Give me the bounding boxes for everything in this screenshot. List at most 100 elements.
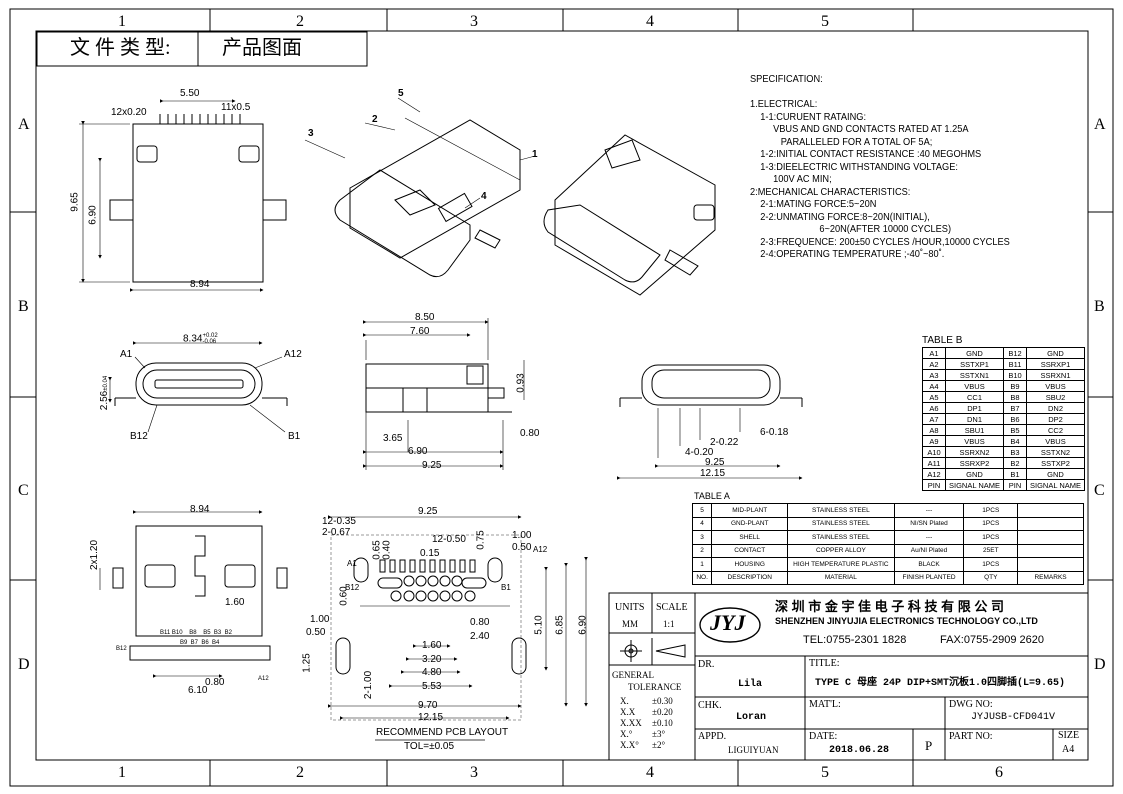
bottom-view: [99, 510, 288, 678]
dim-pcb-2100: 2-1.00: [363, 670, 375, 700]
table-cell: A10: [922, 446, 946, 458]
dr-label: DR.: [698, 659, 715, 670]
dim-pcb-100b: 1.00: [310, 614, 330, 625]
table-cell: SSRXP1: [1026, 358, 1085, 370]
dim-side-760: 7.60: [410, 326, 430, 337]
chk-value: Loran: [736, 712, 767, 723]
zone-col-1-bottom: 1: [118, 764, 126, 781]
dim-pcb-160: 1.60: [422, 640, 442, 651]
table-cell: SSRXN2: [945, 446, 1004, 458]
table-cell: SBU2: [1026, 391, 1085, 403]
tolerance-key: X.: [620, 696, 629, 706]
dim-pcb-080: 0.80: [470, 617, 490, 628]
iso-view-exploded: [304, 97, 536, 278]
table-cell: 25ET: [963, 543, 1019, 558]
table-cell: CONTACT: [711, 543, 789, 558]
pcb-label-a1: A1: [347, 559, 357, 568]
table-cell: DN1: [945, 413, 1004, 425]
table-header-cell: QTY: [963, 570, 1019, 585]
dim-pcb-320: 3.20: [422, 654, 442, 665]
zone-col-2: 2: [296, 13, 304, 30]
spec-line: 1-3:DIEELECTRIC WITHSTANDING VOLTAGE:: [750, 160, 958, 173]
table-cell: DN2: [1026, 402, 1085, 414]
spec-line: 1-2:INITIAL CONTACT RESISTANCE :40 MEGOH…: [750, 148, 982, 160]
table-a-title: TABLE A: [694, 491, 730, 501]
inner-frame: [35, 30, 1089, 761]
table-cell: A7: [922, 413, 946, 425]
table-cell: SSTXN2: [1026, 446, 1085, 458]
bot-label-b12: B12: [116, 646, 127, 652]
dim-rear-925: 9.25: [705, 457, 725, 468]
dim-top-wbottom: 8.94: [190, 279, 210, 290]
table-cell: A2: [922, 358, 946, 370]
table-header-cell: NO.: [691, 570, 713, 585]
spec-line: PARALLELED FOR A TOTAL OF 5A;: [750, 135, 933, 148]
pcb-label-a12: A12: [533, 545, 548, 554]
table-cell: DP2: [1026, 413, 1085, 425]
spec-line: 100V AC MIN;: [750, 173, 832, 185]
pcb-tolerance: TOL=±0.05: [404, 741, 455, 752]
table-cell: NI/SN Plated: [893, 516, 965, 531]
dim-pcb-040: 0.40: [381, 540, 393, 560]
table-cell: VBUS: [945, 380, 1004, 392]
side-view: [363, 318, 525, 470]
table-cell: B2: [1003, 457, 1027, 469]
units-value: MM: [622, 619, 639, 629]
dim-top-pitch2: 11x0.5: [221, 102, 251, 113]
table-header-cell: SIGNAL NAME: [1026, 479, 1085, 491]
dim-side-365: 3.65: [383, 433, 403, 444]
scale-label: SCALE: [656, 602, 688, 613]
table-cell: [1017, 503, 1084, 518]
dim-pcb-050a: 0.50: [512, 542, 532, 553]
table-cell: 1PCS: [963, 557, 1019, 572]
pcb-caption: RECOMMEND PCB LAYOUT: [376, 727, 509, 738]
bot-label-a12: A12: [258, 676, 269, 682]
dim-side-850: 8.50: [415, 312, 435, 323]
callout-2: 2: [372, 114, 378, 125]
table-cell: B12: [1003, 347, 1027, 359]
dim-side-080: 0.80: [520, 428, 540, 439]
table-header-cell: DESCRIPTION: [711, 570, 789, 585]
table-cell: SSTXP1: [945, 358, 1004, 370]
label-front-b1: B1: [288, 431, 301, 442]
dim-bot-160: 1.60: [225, 597, 245, 608]
tolerance-value: ±0.20: [652, 707, 673, 717]
table-cell: B3: [1003, 446, 1027, 458]
table-cell: A12: [922, 468, 946, 480]
front-view: [108, 341, 288, 433]
dim-pcb-510: 5.10: [533, 615, 545, 635]
table-cell: B9: [1003, 380, 1027, 392]
company-name-cn: 深 圳 市 金 宇 佳 电 子 科 技 有 限 公 司: [775, 599, 1004, 614]
table-cell: SSTXP2: [1026, 457, 1085, 469]
dim-pcb-925: 9.25: [418, 506, 438, 517]
dim-pcb-970: 9.70: [418, 700, 438, 711]
spec-line: [750, 86, 1010, 99]
spec-line: 2-4:OPERATING TEMPERATURE ;-40˚~80˚.: [750, 248, 945, 260]
tolerance-value: ±2°: [652, 740, 666, 750]
company-tel: TEL:0755-2301 1828: [803, 634, 907, 646]
bot-pin-labels-mid: B9 B7 B6 B4: [180, 640, 220, 646]
dim-side-690: 6.90: [408, 446, 428, 457]
tolerance-value: ±0.30: [652, 696, 673, 706]
table-cell: VBUS: [945, 435, 1004, 447]
table-cell: A6: [922, 402, 946, 414]
zone-col-6-bottom: 6: [995, 764, 1003, 781]
doc-type-box: [36, 31, 368, 67]
pcb-layout: [328, 515, 588, 741]
bot-pin-labels-top: B11 B10 B8 B5 B3 B2: [160, 630, 232, 636]
table-cell: STAINLESS STEEL: [787, 530, 895, 545]
top-view: [79, 99, 287, 292]
zone-col-3: 3: [470, 13, 478, 30]
